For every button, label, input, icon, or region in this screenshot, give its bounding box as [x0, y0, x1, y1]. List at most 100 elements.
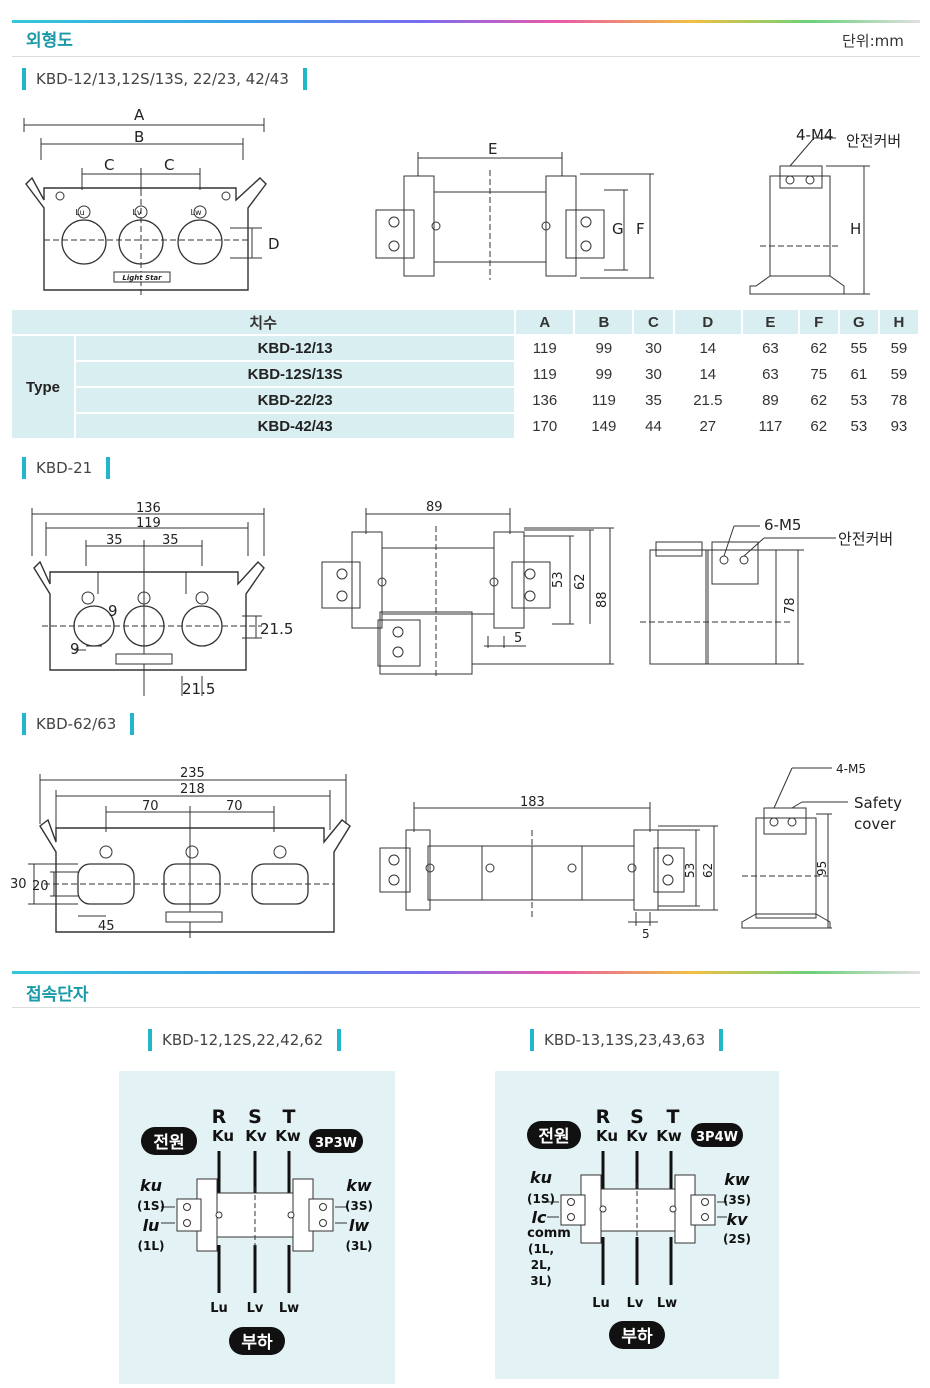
subheading-bar-right [719, 1029, 724, 1051]
subheading-kbd-21: KBD-21 [22, 457, 111, 479]
dim-label-thread: 4-M4 [796, 126, 833, 144]
table-cell: 14 [674, 362, 742, 386]
dim-cover: cover [854, 815, 897, 833]
drawing-side-view-3: 183 53 62 5 [379, 795, 718, 941]
subheading-text: KBD-13,13S,23,43,63 [544, 1031, 706, 1049]
secondary-1l: (1L, [528, 1242, 554, 1256]
dim-53: 53 [551, 571, 566, 588]
table-cell: 44 [634, 414, 673, 438]
secondary-1l: (1L) [138, 1239, 165, 1253]
terminal-kv: Kv [626, 1127, 648, 1145]
subheading-conn-left: KBD-12,12S,22,42,62 [148, 1029, 342, 1051]
subheading-bar-left [530, 1029, 534, 1051]
load-badge: 부하 [241, 1333, 273, 1353]
drawing-side-view-1: E G F [375, 140, 654, 280]
table-col-e: E [743, 310, 798, 334]
secondary-kw: kw [724, 1170, 750, 1189]
table-model: KBD-42/43 [76, 414, 515, 438]
dim-89: 89 [426, 500, 443, 515]
subheading-kbd-62: KBD-62/63 [22, 713, 135, 735]
terminal-label-lw: Lw [191, 208, 202, 217]
drawing-end-view-2: 6-M5 안전커버 78 [640, 516, 893, 665]
secondary-kw: kw [346, 1176, 372, 1195]
drawing-end-view-1: 4-M4 안전커버 H [749, 126, 901, 295]
dim-218: 218 [180, 782, 205, 797]
subheading-bar-right [106, 457, 111, 479]
table-col-d: D [674, 310, 742, 334]
subheading-bar-left [22, 713, 26, 735]
secondary-lu: lu [143, 1216, 160, 1235]
table-model: KBD-12S/13S [76, 362, 515, 386]
table-cell: 62 [799, 414, 838, 438]
load-lv: Lv [627, 1296, 644, 1311]
subheading-bar-left [148, 1029, 152, 1051]
dim-53: 53 [683, 863, 697, 878]
table-row: Type KBD-12/13 119 99 30 14 63 62 55 59 [12, 336, 918, 438]
table-header-label: 치수 [12, 310, 515, 334]
terminal-kw: Kw [275, 1127, 301, 1145]
table-col-f: F [799, 310, 838, 334]
mode-badge-bg [691, 1123, 743, 1147]
table-group-type: Type [12, 336, 74, 438]
load-badge-bg [229, 1327, 285, 1355]
source-badge-bg [141, 1127, 197, 1155]
source-badge-bg [527, 1121, 581, 1149]
table-cell: 62 [799, 388, 838, 412]
section-title-terminals: 접속단자 [26, 985, 89, 1005]
secondary-ku: ku [140, 1176, 162, 1195]
table-col-c: C [634, 310, 673, 334]
dim-62: 62 [573, 573, 588, 590]
table-col-g: G [839, 310, 878, 334]
table-model: KBD-22/23 [76, 388, 515, 412]
secondary-1s: (1S) [527, 1192, 555, 1206]
terminal-label-lv: Lv [132, 208, 141, 217]
dim-183: 183 [520, 795, 545, 810]
mode-badge: 3P3W [315, 1136, 357, 1151]
phase-t-label: T [667, 1106, 680, 1128]
table-cell: 99 [575, 336, 633, 360]
dim-45: 45 [98, 919, 115, 934]
subheading-text: KBD-12,12S,22,42,62 [162, 1031, 324, 1049]
drawing-side-view-2: 89 53 62 88 5 [321, 500, 614, 676]
secondary-ku: ku [530, 1168, 552, 1187]
table-cell: 62 [799, 336, 838, 360]
dim-35-2: 35 [162, 533, 179, 548]
table-cell: 117 [743, 414, 798, 438]
table-cell: 119 [516, 362, 574, 386]
brand-logo-text: Light Star [122, 274, 162, 282]
dim-label-g: G [612, 220, 624, 238]
secondary-1s: (1S) [137, 1199, 165, 1213]
secondary-kv: kv [726, 1210, 748, 1229]
table-header-row: 치수 A B C D E F G H [12, 310, 918, 334]
dim-label-h: H [850, 220, 861, 238]
dim-5: 5 [642, 927, 650, 941]
secondary-2l: 2L, [531, 1258, 552, 1272]
subheading-kbd-12: KBD-12/13,12S/13S, 22/23, 42/43 [22, 68, 307, 90]
subheading-bar-right [130, 713, 135, 735]
drawing-front-view-3: 235 218 70 70 30 20 45 [10, 766, 351, 938]
subheading-conn-right: KBD-13,13S,23,43,63 [530, 1029, 724, 1051]
table-cell: 78 [879, 388, 918, 412]
table-cell: 27 [674, 414, 742, 438]
dim-label-c-2: C [164, 156, 174, 174]
load-lw: Lw [657, 1296, 677, 1311]
secondary-2s: (2S) [723, 1232, 751, 1246]
terminal-kw: Kw [656, 1127, 682, 1145]
table-cell: 149 [575, 414, 633, 438]
dim-9-2: 9 [70, 640, 80, 658]
table-cell: 63 [743, 362, 798, 386]
secondary-comm: comm [527, 1226, 571, 1241]
subheading-text: KBD-12/13,12S/13S, 22/23, 42/43 [36, 70, 289, 88]
drawing-end-view-3: 4-M5 Safety cover 95 [741, 762, 902, 929]
table-cell: 21.5 [674, 388, 742, 412]
terminal-ku: Ku [596, 1127, 618, 1145]
secondary-lc: lc [532, 1208, 547, 1227]
secondary-3l: 3L) [530, 1274, 551, 1288]
table-row: KBD-22/23 136 119 35 21.5 89 62 53 78 [12, 388, 918, 412]
dim-5: 5 [514, 631, 522, 646]
source-badge: 전원 [538, 1127, 569, 1147]
load-badge: 부하 [621, 1327, 653, 1347]
table-cell: 170 [516, 414, 574, 438]
dim-35-1: 35 [106, 533, 123, 548]
section-title-dimensions: 외형도 [26, 31, 73, 51]
